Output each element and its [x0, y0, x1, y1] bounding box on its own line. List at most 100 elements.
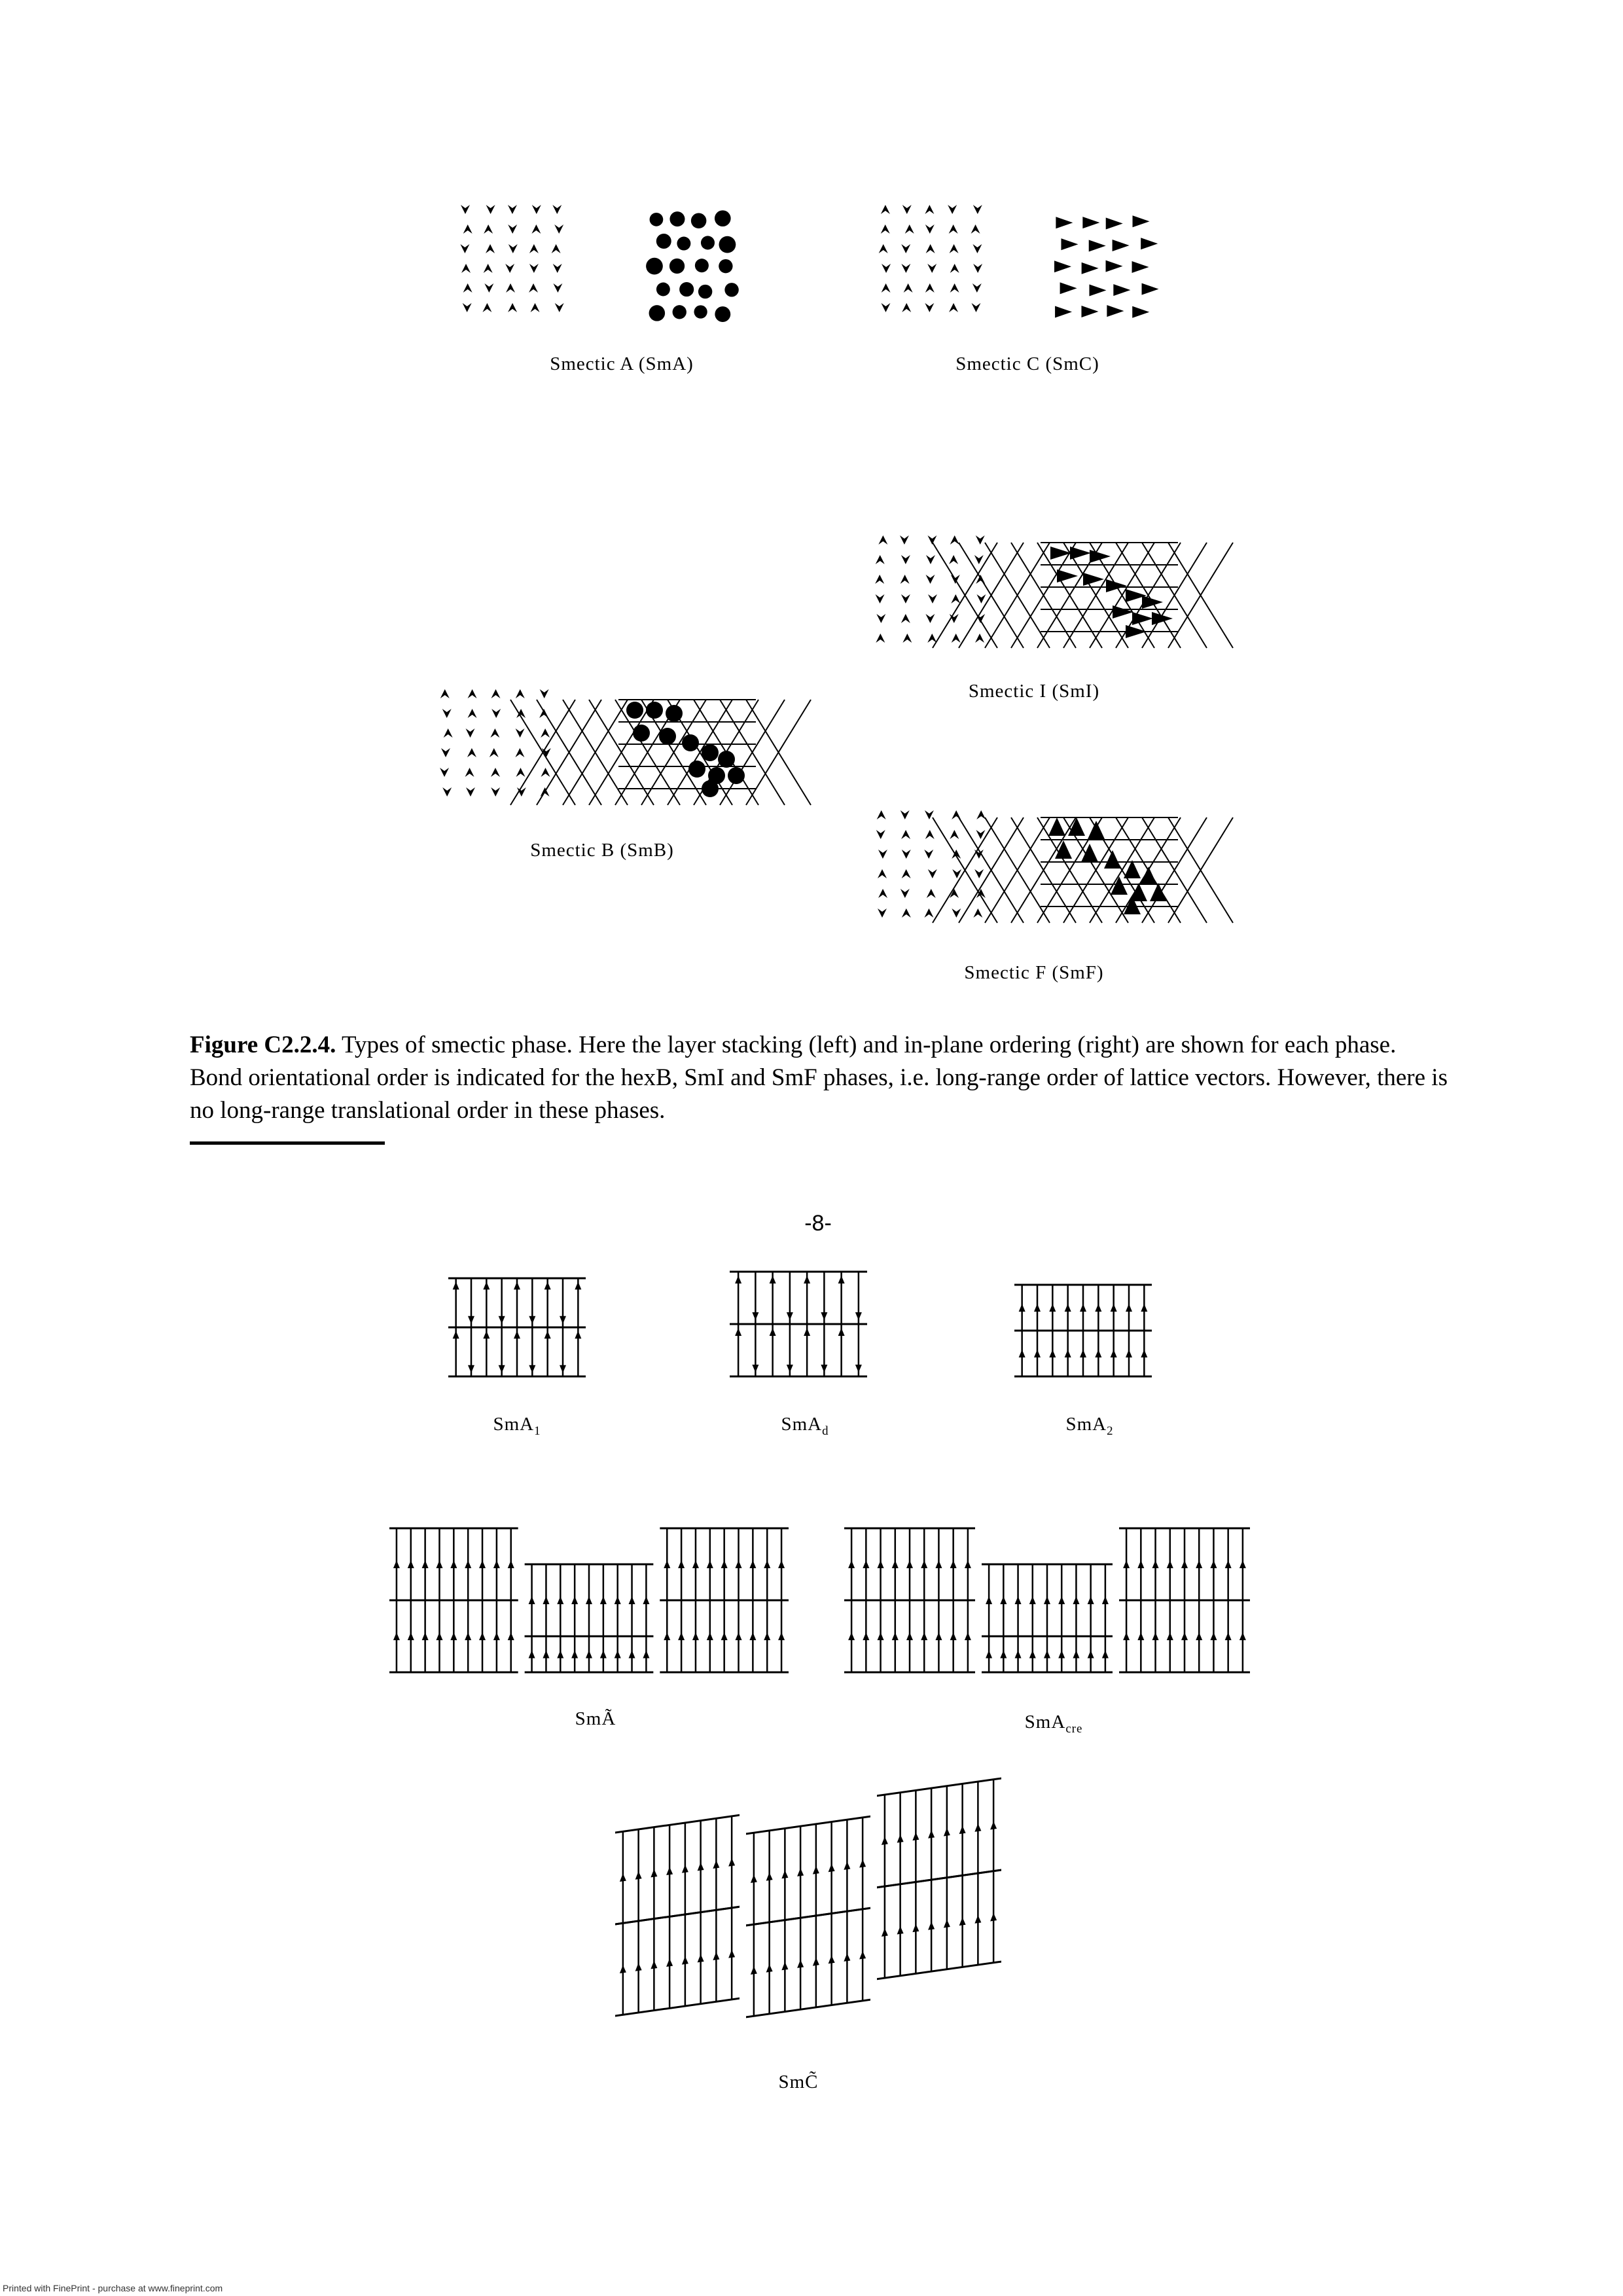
dipole-arrow [935, 1560, 942, 1568]
molecule-mark [508, 224, 518, 234]
molecule-mark [949, 303, 959, 312]
molecule-mark [949, 244, 959, 253]
lattice-line [562, 699, 628, 806]
molecule-mark [875, 555, 885, 564]
lattice-molecule [1083, 573, 1104, 586]
molecule-mark [925, 224, 935, 234]
dipole-arrow [821, 1365, 828, 1372]
molecule-mark [876, 810, 886, 819]
dipole-arrow [1166, 1560, 1173, 1568]
dipole-arrow [897, 1926, 904, 1935]
molecule-mark [881, 283, 891, 293]
dipole-arrow [848, 1560, 855, 1568]
dipole-arrow [906, 1632, 913, 1640]
molecule-mark [541, 728, 550, 738]
molecule-mark [876, 634, 885, 643]
dipole-arrow [812, 1865, 819, 1874]
dipole-arrow [493, 1632, 500, 1640]
dipole-arrow [1196, 1560, 1203, 1568]
dipole-arrow [735, 1632, 742, 1640]
dipole-arrow [786, 1312, 793, 1320]
footer-note: Printed with FinePrint - purchase at www… [3, 2283, 223, 2293]
lattice-molecule [718, 751, 735, 768]
lattice-molecule [1111, 876, 1128, 895]
sma-tilde-label: SmÃ [575, 1708, 616, 1729]
dipole-arrow [986, 1596, 993, 1604]
lattice-molecule [1068, 817, 1085, 836]
lattice-line [536, 699, 602, 806]
sma-in-plane-diagram [646, 210, 739, 323]
sma2-diagram [1014, 1283, 1152, 1378]
dipole-arrow [752, 1312, 759, 1320]
dipole-arrow [575, 1331, 582, 1339]
dipole-arrow [1073, 1650, 1080, 1659]
molecule-mark [531, 224, 541, 234]
dipole-arrow [651, 1869, 658, 1878]
molecule-mark [900, 575, 910, 584]
molecule-mark [949, 555, 959, 564]
dipole-arrow [483, 1282, 490, 1290]
molecule-mark [484, 283, 494, 293]
dipole-arrow [950, 1632, 957, 1640]
dipole-arrow [1044, 1596, 1050, 1604]
layer-boundary [615, 1814, 740, 1834]
dipole-arrow [797, 1868, 804, 1876]
molecule-mark [483, 264, 493, 273]
tilted-molecule-mark [1089, 284, 1107, 296]
dipole-arrow [436, 1632, 443, 1640]
dipole-arrow [543, 1596, 550, 1604]
sma1-diagram [448, 1277, 586, 1378]
molecule-mark [441, 748, 451, 757]
molecule-mark [975, 634, 985, 643]
molecule-mark [976, 889, 986, 898]
lattice-molecule [1126, 625, 1147, 638]
molecule-dot [677, 236, 691, 251]
molecule-mark [442, 787, 452, 797]
sma-cre-label-base: SmA [1024, 1712, 1066, 1732]
lattice-line [1037, 817, 1103, 924]
lattice-molecule [646, 702, 663, 719]
tilted-molecule-mark [1055, 306, 1073, 318]
dipole-arrow [498, 1365, 505, 1373]
molecule-mark [925, 555, 935, 564]
molecule-mark [490, 728, 500, 738]
molecule-mark [904, 224, 914, 234]
molecule-mark [515, 689, 525, 698]
lattice-line [1063, 542, 1129, 649]
lattice-line [588, 699, 654, 806]
dipole-arrow [452, 1282, 459, 1290]
dipole-arrow [844, 1861, 851, 1870]
dipole-arrow [468, 1365, 474, 1373]
molecule-mark [490, 768, 500, 777]
smi-in-plane-lattice-diagram [932, 542, 1234, 649]
molecule-mark [927, 869, 937, 878]
dipole-arrow [1123, 1632, 1130, 1640]
molecule-mark [927, 535, 937, 545]
layer-boundary [746, 1815, 870, 1835]
layer-boundary [615, 1905, 740, 1926]
molecule-mark [463, 224, 473, 234]
sma1-label-base: SmA [493, 1414, 535, 1435]
lattice-molecule [666, 705, 683, 722]
lattice-line [745, 699, 812, 806]
molecule-mark [948, 224, 958, 234]
tilted-molecule-mark [1141, 283, 1159, 295]
molecule-dot [690, 213, 707, 229]
molecule-mark [975, 535, 985, 545]
dipole-arrow [643, 1650, 650, 1659]
tilted-molecule-mark [1112, 239, 1130, 251]
lattice-molecule [1130, 883, 1147, 901]
molecule-mark [948, 205, 957, 214]
dipole-arrow [483, 1331, 490, 1339]
molecule-mark [882, 264, 891, 273]
dipole-arrow [859, 1950, 866, 1960]
dipole-arrow [560, 1365, 566, 1373]
sma-label: Smectic A (SmA) [550, 353, 694, 374]
lattice-molecule [1124, 896, 1141, 914]
lattice-line [932, 542, 998, 649]
dipole-arrow [614, 1596, 621, 1604]
dipole-arrow [599, 1650, 607, 1659]
tilted-molecule-mark [1054, 260, 1071, 273]
lattice-line [1089, 542, 1155, 649]
dipole-arrow [1126, 1304, 1132, 1312]
